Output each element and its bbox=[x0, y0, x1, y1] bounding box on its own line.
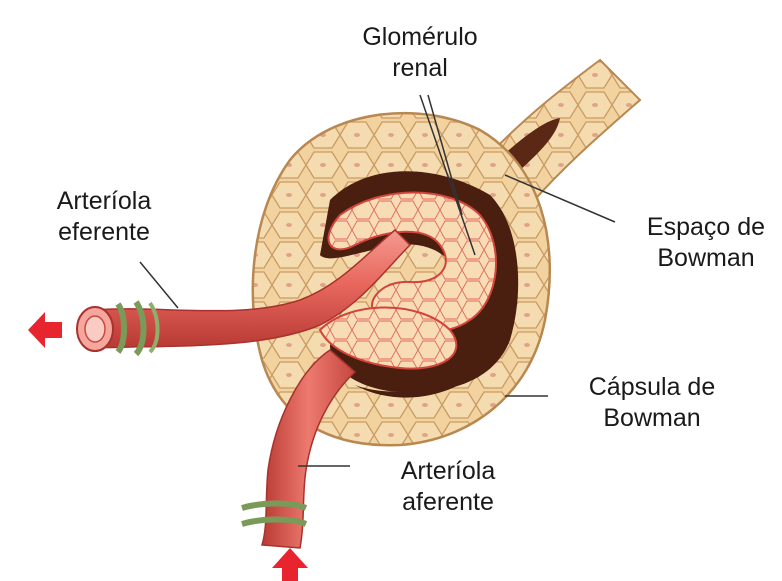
label-glomerulo-line2: renal bbox=[345, 53, 495, 84]
label-eferente-line2: eferente bbox=[34, 217, 174, 248]
label-capsula-de-bowman: Cápsula de Bowman bbox=[572, 372, 732, 434]
afferent-flow-arrow bbox=[272, 548, 308, 581]
label-aferente-line1: Arteríola bbox=[378, 456, 518, 487]
label-eferente-line1: Arteríola bbox=[34, 186, 174, 217]
label-glomerulo-renal: Glomérulo renal bbox=[345, 22, 495, 84]
leader-eferente bbox=[140, 262, 178, 308]
label-capsula-line2: Bowman bbox=[572, 403, 732, 434]
label-arteriola-eferente: Arteríola eferente bbox=[34, 186, 174, 248]
efferent-flow-arrow bbox=[28, 312, 62, 348]
label-glomerulo-line1: Glomérulo bbox=[345, 22, 495, 53]
label-espaco-line1: Espaço de bbox=[636, 212, 776, 243]
label-arteriola-aferente: Arteríola aferente bbox=[378, 456, 518, 518]
label-espaco-line2: Bowman bbox=[636, 243, 776, 274]
label-espaco-de-bowman: Espaço de Bowman bbox=[636, 212, 776, 274]
label-capsula-line1: Cápsula de bbox=[572, 372, 732, 403]
label-aferente-line2: aferente bbox=[378, 487, 518, 518]
